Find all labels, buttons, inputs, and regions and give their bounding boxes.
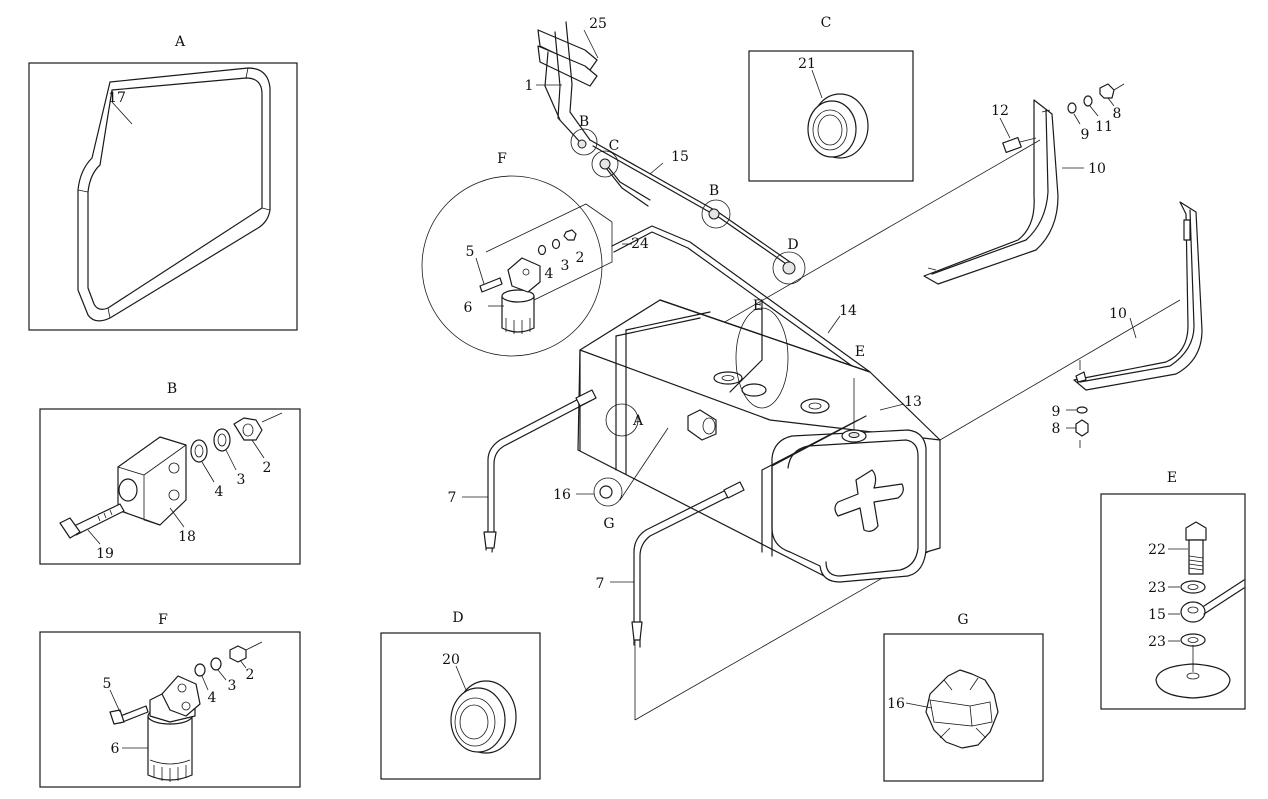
callout-1: 1 [525, 78, 534, 94]
detail-circle-e1 [735, 307, 789, 409]
panel-g: G 16 [883, 612, 1044, 782]
marker-c1: C [609, 138, 620, 154]
strap-inner [87, 77, 263, 310]
panel-d: D 20 [380, 610, 541, 780]
callout-9: 9 [1081, 127, 1090, 143]
bracket-7-right [633, 483, 743, 648]
callout-f-5: 5 [103, 676, 112, 692]
panel-f-title: F [158, 612, 168, 628]
washer-3 [213, 428, 231, 452]
fuel-sender-unit: 25 1 [525, 16, 607, 143]
callout-11: 11 [1095, 119, 1113, 135]
callout-c-21: 21 [798, 56, 816, 72]
panel-f: F 5 4 3 2 6 [39, 612, 301, 788]
callout-8b: 8 [1052, 421, 1061, 437]
callout-f-2: 2 [246, 667, 255, 683]
callout-b-3: 3 [237, 472, 246, 488]
panel-a: A 17 [28, 34, 298, 331]
panel-g-title: G [957, 612, 968, 628]
detail-circle-c1 [591, 150, 619, 178]
panel-c-title: C [821, 15, 832, 31]
callout-f-3: 3 [228, 678, 237, 694]
callout-b-2: 2 [263, 460, 272, 476]
nut-2 [233, 417, 263, 441]
callout-13: 13 [904, 394, 922, 410]
filler-neck-2 [800, 398, 830, 414]
callout-15: 15 [671, 149, 689, 165]
washer-4 [190, 439, 208, 463]
rubber-pad [1155, 663, 1231, 699]
bracket-7-left [485, 391, 597, 553]
marker-d1: D [787, 237, 798, 253]
callout-7b: 7 [596, 576, 605, 592]
marker-e1: E [753, 298, 763, 314]
callout-b-4: 4 [215, 484, 224, 500]
detail-circle-f: F 5 4 3 2 6 [421, 151, 613, 357]
callout-9b: 9 [1052, 404, 1061, 420]
callout-g-16: 16 [887, 696, 905, 712]
callout-e-23a: 23 [1148, 580, 1166, 596]
panel-e: E 22 23 15 23 [1100, 470, 1246, 710]
panel-b-title: B [167, 381, 177, 397]
tank-strap-upper: 10 12 9 11 8 [923, 83, 1125, 285]
callout-fc-3: 3 [561, 258, 570, 274]
callout-7a: 7 [448, 490, 457, 506]
tank-cross-emboss [834, 469, 904, 532]
callout-8: 8 [1113, 106, 1122, 122]
callout-f-4: 4 [208, 690, 217, 706]
fuel-tank: E A G 16 13 [553, 298, 941, 583]
tank-end-face [771, 429, 927, 583]
callout-fc-6: 6 [464, 300, 473, 316]
marker-e2: E [855, 344, 865, 360]
callout-e-22: 22 [1148, 542, 1166, 558]
callout-e-23b: 23 [1148, 634, 1166, 650]
callout-14: 14 [839, 303, 857, 319]
callout-10a: 10 [1088, 161, 1106, 177]
callout-fc-2: 2 [576, 250, 585, 266]
callout-b-19: 19 [96, 546, 114, 562]
tank-strap-lower: 10 9 8 [1052, 201, 1203, 437]
callout-d-20: 20 [442, 652, 460, 668]
callout-16: 16 [553, 487, 571, 503]
callout-fc-5: 5 [466, 244, 475, 260]
detail-circle-b2 [701, 199, 731, 229]
callout-e-15: 15 [1148, 607, 1166, 623]
washer-23b [1180, 633, 1206, 647]
washer-23a [1180, 580, 1206, 594]
callout-17: 17 [108, 90, 126, 106]
panel-d-title: D [452, 610, 463, 626]
main-assembly: 25 1 15 B C B D 14 24 E [421, 16, 1203, 721]
detail-circle-g1 [593, 477, 623, 507]
bushing-15 [1180, 601, 1206, 623]
callout-f-6: 6 [111, 741, 120, 757]
panel-c: C 21 [748, 15, 914, 182]
fuel-pipe-branch [603, 161, 651, 207]
callout-10b: 10 [1109, 306, 1127, 322]
filler-neck-1 [713, 371, 743, 385]
marker-b1: B [579, 114, 589, 130]
callout-12: 12 [991, 103, 1009, 119]
detail-circle-d1 [772, 251, 806, 285]
callout-25: 25 [589, 16, 607, 32]
block-bore [118, 478, 138, 502]
panel-a-title: A [174, 34, 186, 50]
callout-fc-4: 4 [545, 266, 554, 282]
filter-canister [147, 715, 193, 781]
panel-e-title: E [1167, 470, 1177, 486]
detail-circle-a1 [605, 403, 639, 437]
panel-b: B 2 3 4 18 19 [39, 381, 301, 565]
detail-circle-b1 [570, 128, 598, 156]
fitting-16 [925, 669, 999, 749]
callout-24: 24 [631, 236, 649, 252]
marker-g1: G [603, 516, 614, 532]
marker-a1: A [632, 413, 644, 429]
filter-head [161, 675, 201, 717]
panel-a-frame [28, 62, 298, 331]
callout-b-18: 18 [178, 529, 196, 545]
marker-f1: F [497, 151, 507, 167]
marker-b2: B [709, 183, 719, 199]
